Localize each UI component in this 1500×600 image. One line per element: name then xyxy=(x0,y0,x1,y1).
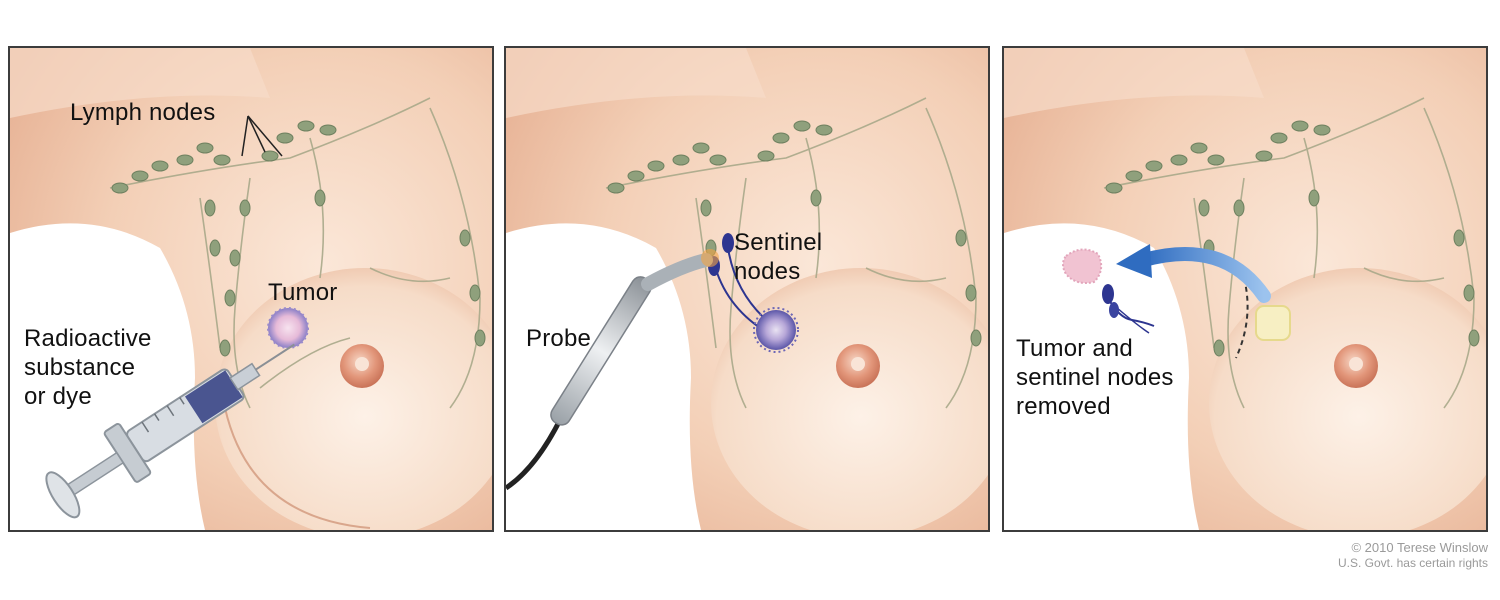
copyright-credit: © 2010 Terese Winslow xyxy=(1351,540,1488,555)
label-probe: Probe xyxy=(526,325,592,352)
label-removed: Tumor and sentinel nodes removed xyxy=(1016,335,1174,420)
removed-tumor xyxy=(1062,248,1103,284)
breast-illustration-3 xyxy=(1004,48,1486,530)
probe xyxy=(506,249,719,491)
rights-credit: U.S. Govt. has certain rights xyxy=(1337,556,1488,570)
label-tumor: Tumor xyxy=(268,279,338,306)
lymph-node-cluster xyxy=(111,120,486,357)
panel-injection: Lymph nodes Tumor Radioactive substance … xyxy=(8,46,494,532)
panel-probe: Sentinel nodes Probe xyxy=(504,46,990,532)
label-injection: Radioactive substance or dye xyxy=(24,325,152,410)
panel-removed: Tumor and sentinel nodes removed xyxy=(1002,46,1488,532)
label-sentinel-nodes: Sentinel nodes xyxy=(734,229,823,285)
breast-illustration-2 xyxy=(506,48,988,530)
removed-sentinel-nodes xyxy=(1102,284,1155,334)
syringe xyxy=(45,343,295,519)
removal-arrow xyxy=(1116,244,1271,303)
breast-illustration-1 xyxy=(10,48,492,530)
tumor-site xyxy=(1255,305,1291,341)
tumor xyxy=(267,307,309,349)
tumor xyxy=(753,307,799,353)
label-lymph-nodes: Lymph nodes xyxy=(70,99,216,126)
incision-line xyxy=(1235,277,1249,359)
lymph-node-cluster xyxy=(1105,120,1480,357)
